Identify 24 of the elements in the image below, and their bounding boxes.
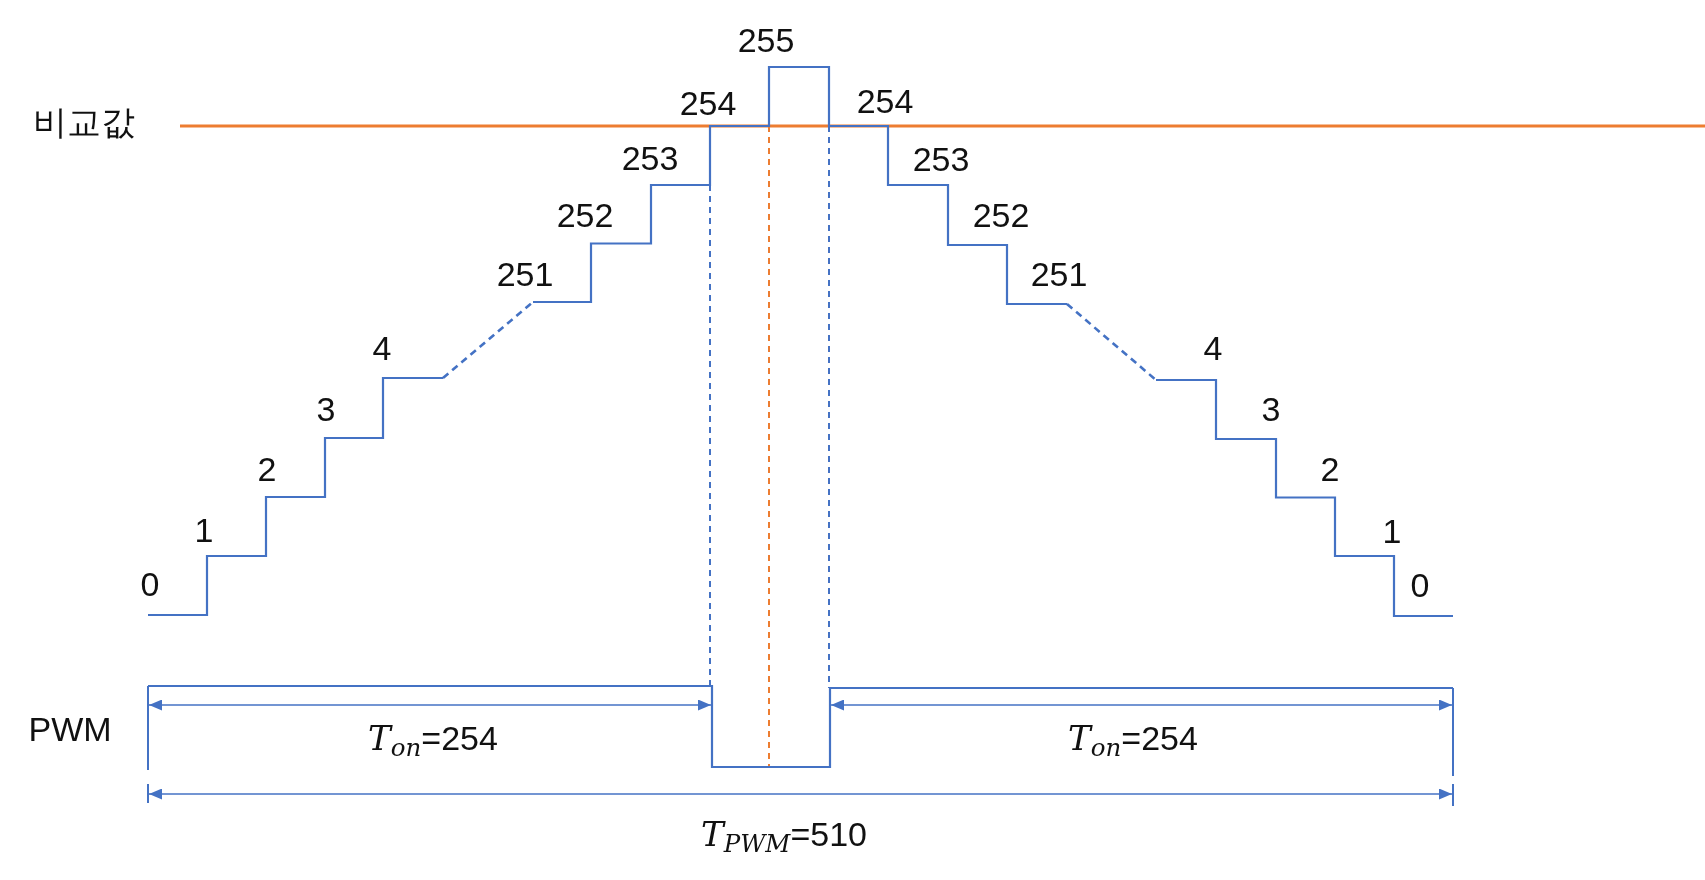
step-value: 0 bbox=[140, 567, 160, 601]
step-value: 255 bbox=[737, 23, 795, 57]
step-value: 252 bbox=[972, 198, 1030, 232]
step-value: 254 bbox=[679, 86, 737, 120]
step-value: 253 bbox=[912, 142, 970, 176]
period-label: T$_{PWM}$=510 bbox=[701, 817, 867, 857]
step-value: 251 bbox=[1030, 257, 1088, 291]
step-value: 253 bbox=[621, 141, 679, 175]
step-value: 4 bbox=[1203, 331, 1223, 365]
step-value: 0 bbox=[1410, 568, 1430, 602]
duration-label: T$_{on}$=254 bbox=[368, 721, 498, 761]
step-value: 3 bbox=[1261, 392, 1281, 426]
step-value: 1 bbox=[194, 513, 214, 547]
step-value: 254 bbox=[856, 84, 914, 118]
signal-label: 비교값 bbox=[33, 105, 135, 139]
step-value: 251 bbox=[496, 257, 554, 291]
step-value: 2 bbox=[257, 452, 277, 486]
step-value: 252 bbox=[556, 198, 614, 232]
step-value: 4 bbox=[372, 331, 392, 365]
signal-label: PWM bbox=[28, 712, 112, 746]
step-value: 3 bbox=[316, 392, 336, 426]
step-value: 2 bbox=[1320, 452, 1340, 486]
duration-label: T$_{on}$=254 bbox=[1068, 721, 1198, 761]
step-value: 1 bbox=[1382, 514, 1402, 548]
